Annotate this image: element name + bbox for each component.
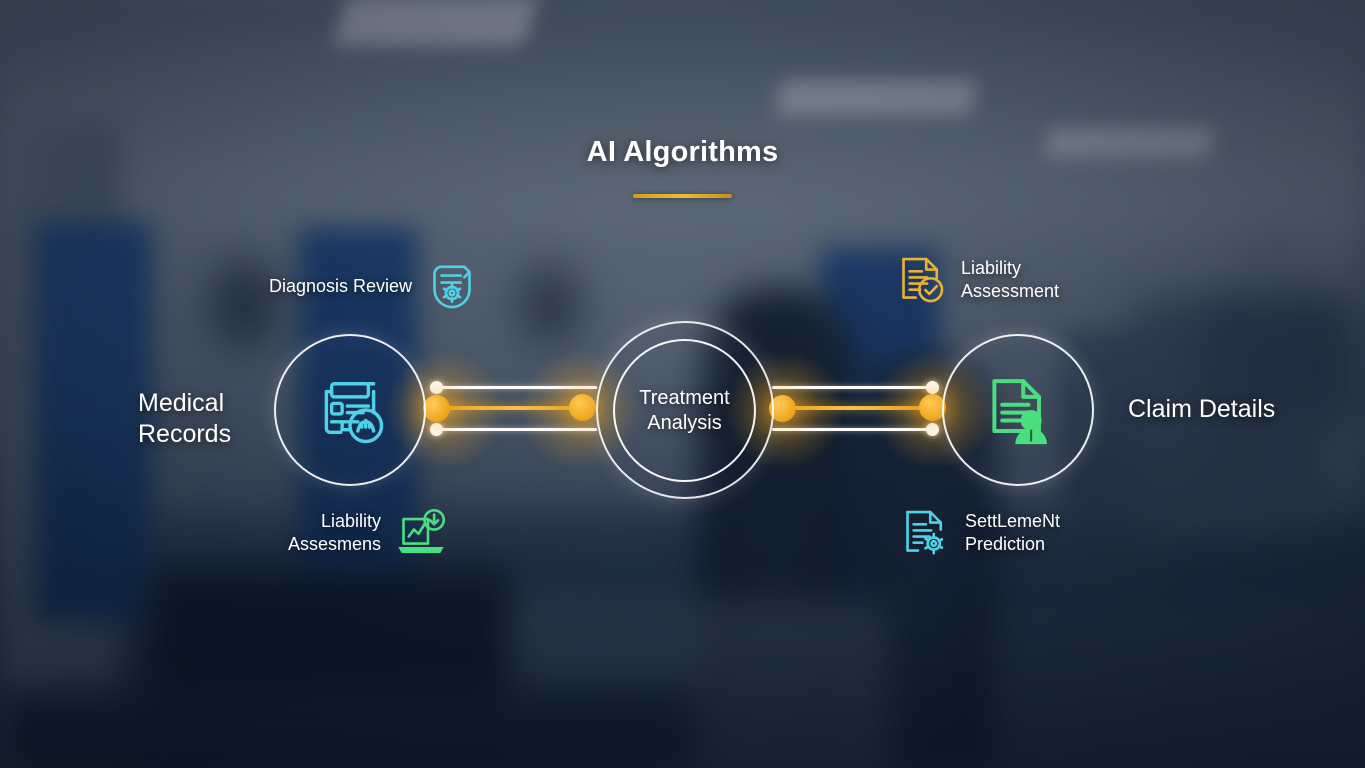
claim-document-person-icon <box>992 379 1047 445</box>
document-gear-icon <box>906 510 944 555</box>
satellite-settlement-prediction[interactable]: SettLemeNt Prediction <box>897 505 1060 561</box>
connector-dot-white <box>430 423 443 436</box>
connector-dot-white <box>926 423 939 436</box>
connector-dot-gold <box>569 394 596 421</box>
node-treatment-analysis-label: Treatment Analysis <box>639 386 730 434</box>
connector-line-bottom-left <box>437 428 597 431</box>
connector-line-middle-left <box>437 406 597 410</box>
satellite-liability-assesmens[interactable]: Liability Assesmens <box>288 505 449 561</box>
node-medical-records[interactable] <box>274 334 426 486</box>
node-treatment-analysis-outer-ring <box>596 321 774 499</box>
page-title: AI Algorithms <box>586 136 779 168</box>
connector-dot-gold <box>919 394 946 421</box>
title-underline <box>633 194 732 198</box>
node-treatment-analysis[interactable]: Treatment Analysis <box>613 339 756 482</box>
label-medical-records: Medical Records <box>138 389 232 448</box>
satellite-settlement-prediction-label: SettLemeNt Prediction <box>965 511 1061 554</box>
connector-line-bottom-right <box>772 428 932 431</box>
node-claim-details[interactable] <box>942 334 1094 486</box>
document-check-icon <box>902 257 944 303</box>
connector-dot-gold <box>423 395 450 422</box>
satellite-liability-assesmens-label: Liability Assesmens <box>288 511 382 554</box>
document-gear-icon <box>433 265 471 309</box>
connector-dot-white <box>430 381 443 394</box>
connector-line-middle-right <box>772 406 932 410</box>
satellite-liability-assessment-label: Liability Assessment <box>961 258 1060 301</box>
label-claim-details: Claim Details <box>1128 395 1276 423</box>
connector-line-top-right <box>772 386 932 389</box>
satellite-liability-assessment[interactable]: Liability Assessment <box>893 252 1059 308</box>
connector-line-top-left <box>437 386 597 389</box>
satellite-diagnosis-review-label: Diagnosis Review <box>269 275 413 296</box>
medical-records-icon <box>324 382 384 444</box>
laptop-chart-download-icon <box>398 508 446 554</box>
satellite-diagnosis-review[interactable]: Diagnosis Review <box>269 258 480 314</box>
connector-dot-white <box>926 381 939 394</box>
